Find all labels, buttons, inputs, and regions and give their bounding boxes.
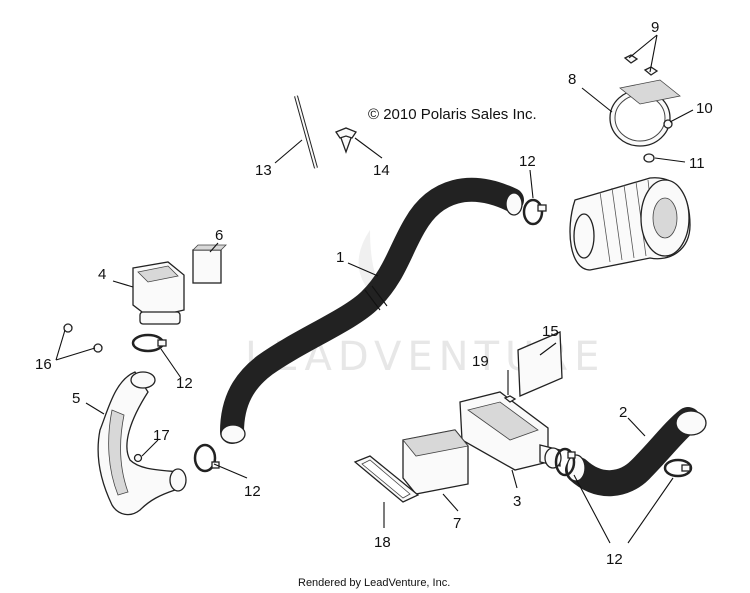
leader-lines — [55, 34, 694, 544]
callout-16: 16 — [35, 356, 52, 373]
part-13-strap[interactable] — [294, 95, 318, 169]
callout-6: 6 — [215, 227, 223, 244]
part-1-intake-hose[interactable] — [220, 177, 524, 444]
part-12-clamp-right-b[interactable] — [663, 458, 693, 478]
part-15-label-sheet[interactable] — [517, 331, 563, 397]
part-11-nut[interactable] — [643, 153, 655, 163]
air-filter-canister[interactable] — [569, 177, 691, 271]
callout-12-left: 12 — [176, 375, 193, 392]
part-5-lower-duct[interactable] — [97, 371, 187, 516]
part-12-clamp-left[interactable] — [131, 333, 167, 353]
callout-2: 2 — [619, 404, 627, 421]
part-12-clamp-upper[interactable] — [522, 198, 547, 226]
part-19-fitting[interactable] — [503, 395, 517, 403]
part-2-outlet-hose[interactable] — [565, 407, 707, 497]
callout-12-upper: 12 — [519, 153, 536, 170]
callout-11: 11 — [689, 155, 705, 172]
part-14-clip[interactable] — [335, 127, 357, 154]
part-12-clamp-right-a[interactable] — [554, 447, 576, 477]
footer-text: Rendered by LeadVenture, Inc. — [298, 577, 450, 589]
callout-14: 14 — [373, 162, 390, 179]
part-18-filter-frame[interactable] — [353, 455, 420, 503]
callout-17: 17 — [153, 427, 170, 444]
part-16-screws[interactable] — [63, 323, 103, 353]
part-7-filter-element[interactable] — [402, 429, 469, 495]
callout-4: 4 — [98, 266, 106, 283]
callout-15: 15 — [542, 323, 559, 340]
callout-5: 5 — [72, 390, 80, 407]
part-17-screw[interactable] — [133, 453, 143, 463]
copyright-text: © 2010 Polaris Sales Inc. — [368, 106, 537, 123]
callout-8: 8 — [568, 71, 576, 88]
part-8-bracket[interactable] — [609, 79, 681, 147]
part-4-resonator[interactable] — [132, 261, 185, 325]
callout-12-right: 12 — [606, 551, 623, 568]
callout-10: 10 — [696, 100, 713, 117]
callout-3: 3 — [513, 493, 521, 510]
part-6-foam-pad[interactable] — [192, 244, 227, 284]
part-12-clamp-lower[interactable] — [193, 443, 220, 473]
callout-18: 18 — [374, 534, 391, 551]
callout-9: 9 — [651, 19, 659, 36]
callout-12-lower: 12 — [244, 483, 261, 500]
callout-19: 19 — [472, 353, 489, 370]
part-3-airbox[interactable] — [459, 391, 562, 471]
callout-13: 13 — [255, 162, 272, 179]
callout-7: 7 — [453, 515, 461, 532]
callout-1: 1 — [336, 249, 344, 266]
watermark-logo — [358, 230, 385, 297]
part-9-bolts[interactable] — [623, 54, 659, 76]
